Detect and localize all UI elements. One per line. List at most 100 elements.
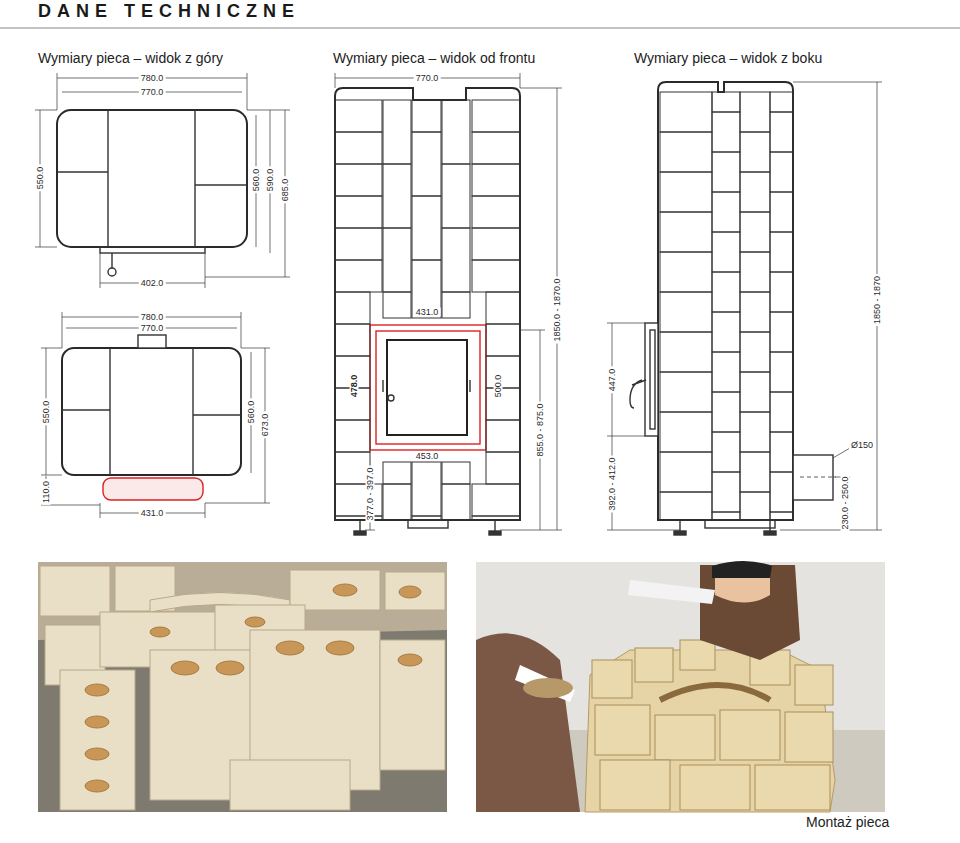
dimension-label: 402.0 bbox=[139, 279, 166, 288]
dimension-label: 770.0 bbox=[414, 74, 441, 83]
tile bbox=[335, 292, 370, 324]
tile bbox=[383, 164, 411, 228]
tile bbox=[486, 420, 520, 452]
tile bbox=[486, 388, 520, 420]
tile bbox=[442, 164, 470, 228]
tile bbox=[712, 272, 740, 312]
tile bbox=[335, 420, 370, 452]
tile bbox=[712, 352, 740, 392]
tile bbox=[660, 252, 712, 292]
page-title: DANE TECHNICZNE bbox=[38, 2, 300, 20]
tile bbox=[770, 232, 793, 272]
dimension-label: 770.0 bbox=[139, 88, 166, 97]
tile bbox=[335, 164, 382, 196]
oven-details bbox=[57, 110, 836, 535]
tile bbox=[412, 100, 441, 132]
tile bbox=[770, 272, 793, 312]
tile bbox=[660, 452, 712, 492]
tile bbox=[383, 484, 411, 520]
tile bbox=[335, 484, 382, 516]
tile bbox=[770, 392, 793, 432]
tile bbox=[712, 152, 740, 192]
tile bbox=[660, 92, 712, 132]
tile bbox=[335, 516, 382, 520]
tile bbox=[740, 252, 770, 292]
tile bbox=[442, 462, 470, 484]
dimension-label: 230.0 - 250.0 bbox=[841, 474, 850, 531]
tile bbox=[486, 324, 520, 356]
tile bbox=[412, 196, 441, 260]
photo-caption: Montaż pieca bbox=[806, 815, 889, 829]
tile bbox=[442, 100, 470, 164]
tile bbox=[335, 100, 382, 132]
tile bbox=[770, 512, 793, 520]
tile bbox=[472, 484, 520, 516]
tile bbox=[660, 412, 712, 452]
view-heading: Wymiary pieca – widok z boku bbox=[634, 51, 822, 65]
dimension-label: 431.0 bbox=[414, 308, 441, 317]
dimension-label: 377.0 - 397.0 bbox=[366, 465, 375, 522]
tile bbox=[740, 212, 770, 252]
dimension-label: 590.0 bbox=[266, 167, 275, 194]
tile bbox=[486, 292, 520, 324]
tile bbox=[660, 212, 712, 252]
tile bbox=[660, 172, 712, 212]
tile bbox=[770, 472, 793, 512]
tile bbox=[740, 452, 770, 492]
tile bbox=[712, 112, 740, 152]
tile bbox=[472, 516, 520, 520]
dimension-label: 1850.0 - 1870.0 bbox=[553, 276, 562, 343]
view-heading: Wymiary pieca – widok od frontu bbox=[333, 51, 535, 65]
tile bbox=[383, 100, 411, 164]
tile bbox=[472, 260, 520, 292]
tile bbox=[712, 192, 740, 232]
tile bbox=[486, 452, 520, 484]
tile bbox=[770, 92, 793, 112]
header-rule bbox=[0, 28, 960, 29]
dimension-label: 550.0 bbox=[42, 399, 51, 426]
tile bbox=[712, 92, 740, 112]
tile bbox=[740, 132, 770, 172]
tile bbox=[712, 232, 740, 272]
tile bbox=[712, 432, 740, 472]
tile bbox=[486, 356, 520, 388]
tile bbox=[712, 392, 740, 432]
tile bbox=[770, 152, 793, 192]
oven-outlines bbox=[57, 82, 793, 520]
photo-bricks bbox=[38, 562, 447, 812]
tile bbox=[712, 312, 740, 352]
tile bbox=[472, 228, 520, 260]
tile bbox=[383, 228, 411, 292]
dimension-label: 560.0 bbox=[247, 399, 256, 426]
tile bbox=[740, 492, 770, 520]
tile bbox=[740, 412, 770, 452]
dimension-label: 392.0 - 412.0 bbox=[608, 455, 617, 512]
tile bbox=[660, 132, 712, 172]
tile bbox=[335, 132, 382, 164]
dimension-lines bbox=[35, 73, 882, 530]
dimension-label: 560.0 bbox=[252, 167, 261, 194]
dimension-label: 770.0 bbox=[139, 324, 166, 333]
dimension-label: 855.0 - 875.0 bbox=[536, 401, 545, 458]
dimension-label: 673.0 bbox=[261, 412, 270, 439]
tile bbox=[472, 196, 520, 228]
dimension-label: Ø150 bbox=[849, 441, 875, 450]
tile bbox=[660, 372, 712, 412]
tile bbox=[335, 260, 382, 292]
tile bbox=[712, 512, 740, 520]
tile bbox=[770, 432, 793, 472]
tile bbox=[412, 462, 441, 516]
dimension-label: 110.0 bbox=[42, 479, 51, 505]
photo-assembly bbox=[476, 561, 885, 812]
tile bbox=[442, 292, 470, 318]
tile bbox=[472, 164, 520, 196]
tile bbox=[383, 292, 411, 318]
dimension-label: 550.0 bbox=[36, 165, 45, 192]
dimension-label: 780.0 bbox=[139, 74, 166, 83]
tile bbox=[442, 228, 470, 292]
tile bbox=[712, 472, 740, 512]
dimension-label: 1850 - 1870 bbox=[873, 274, 882, 326]
dimension-label: 685.0 bbox=[281, 177, 290, 204]
dimension-label: 780.0 bbox=[139, 313, 166, 322]
